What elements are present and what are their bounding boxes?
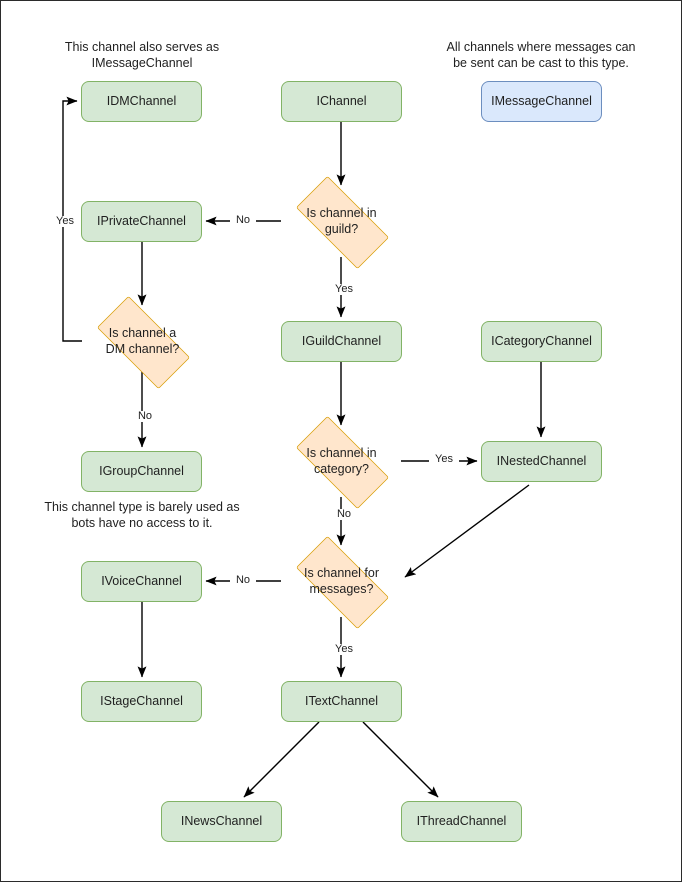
edge-label-dm-no: No [132,411,158,422]
node-ichannel[interactable]: IChannel [281,81,402,122]
node-inestedchannel[interactable]: INestedChannel [481,441,602,482]
edge-label-messages-yes: Yes [329,644,359,655]
note-dm-channel: This channel also serves as IMessageChan… [64,40,220,71]
edge-label-messages-no: No [230,575,256,586]
node-igroupchannel[interactable]: IGroupChannel [81,451,202,492]
edge-itextchannel-to-ithreadchannel [362,721,439,798]
node-ivoicechannel[interactable]: IVoiceChannel [81,561,202,602]
edge-itextchannel-to-inewschannel [243,721,320,798]
decision-label: Is channel in category? [306,445,377,476]
edge-label-category-yes: Yes [429,454,459,465]
edge-label-guild-no: No [230,215,256,226]
decision-is-channel-in-category[interactable]: Is channel in category? [281,416,402,509]
node-iguildchannel[interactable]: IGuildChannel [281,321,402,362]
decision-is-channel-a-dm-channel[interactable]: Is channel a DM channel? [82,296,203,389]
node-inewschannel[interactable]: INewsChannel [161,801,282,842]
decision-label: Is channel in guild? [306,205,377,236]
decision-label: Is channel a DM channel? [105,325,180,356]
node-ithreadchannel[interactable]: IThreadChannel [401,801,522,842]
node-itextchannel[interactable]: ITextChannel [281,681,402,722]
node-iprivatechannel[interactable]: IPrivateChannel [81,201,202,242]
edge-label-guild-yes: Yes [329,284,359,295]
note-message-channel: All channels where messages can be sent … [446,40,636,71]
decision-is-channel-in-guild[interactable]: Is channel in guild? [281,176,402,269]
node-istagechannel[interactable]: IStageChannel [81,681,202,722]
decision-is-channel-for-messages[interactable]: Is channel for messages? [281,536,402,629]
note-group-channel: This channel type is barely used as bots… [44,500,240,531]
decision-label: Is channel for messages? [303,565,380,596]
edge-inestedchannel-to-messages [404,484,530,578]
node-icategorychannel[interactable]: ICategoryChannel [481,321,602,362]
edge-label-dm-yes: Yes [50,216,80,227]
node-imessagechannel[interactable]: IMessageChannel [481,81,602,122]
edge-label-category-no: No [331,509,357,520]
node-idmchannel[interactable]: IDMChannel [81,81,202,122]
